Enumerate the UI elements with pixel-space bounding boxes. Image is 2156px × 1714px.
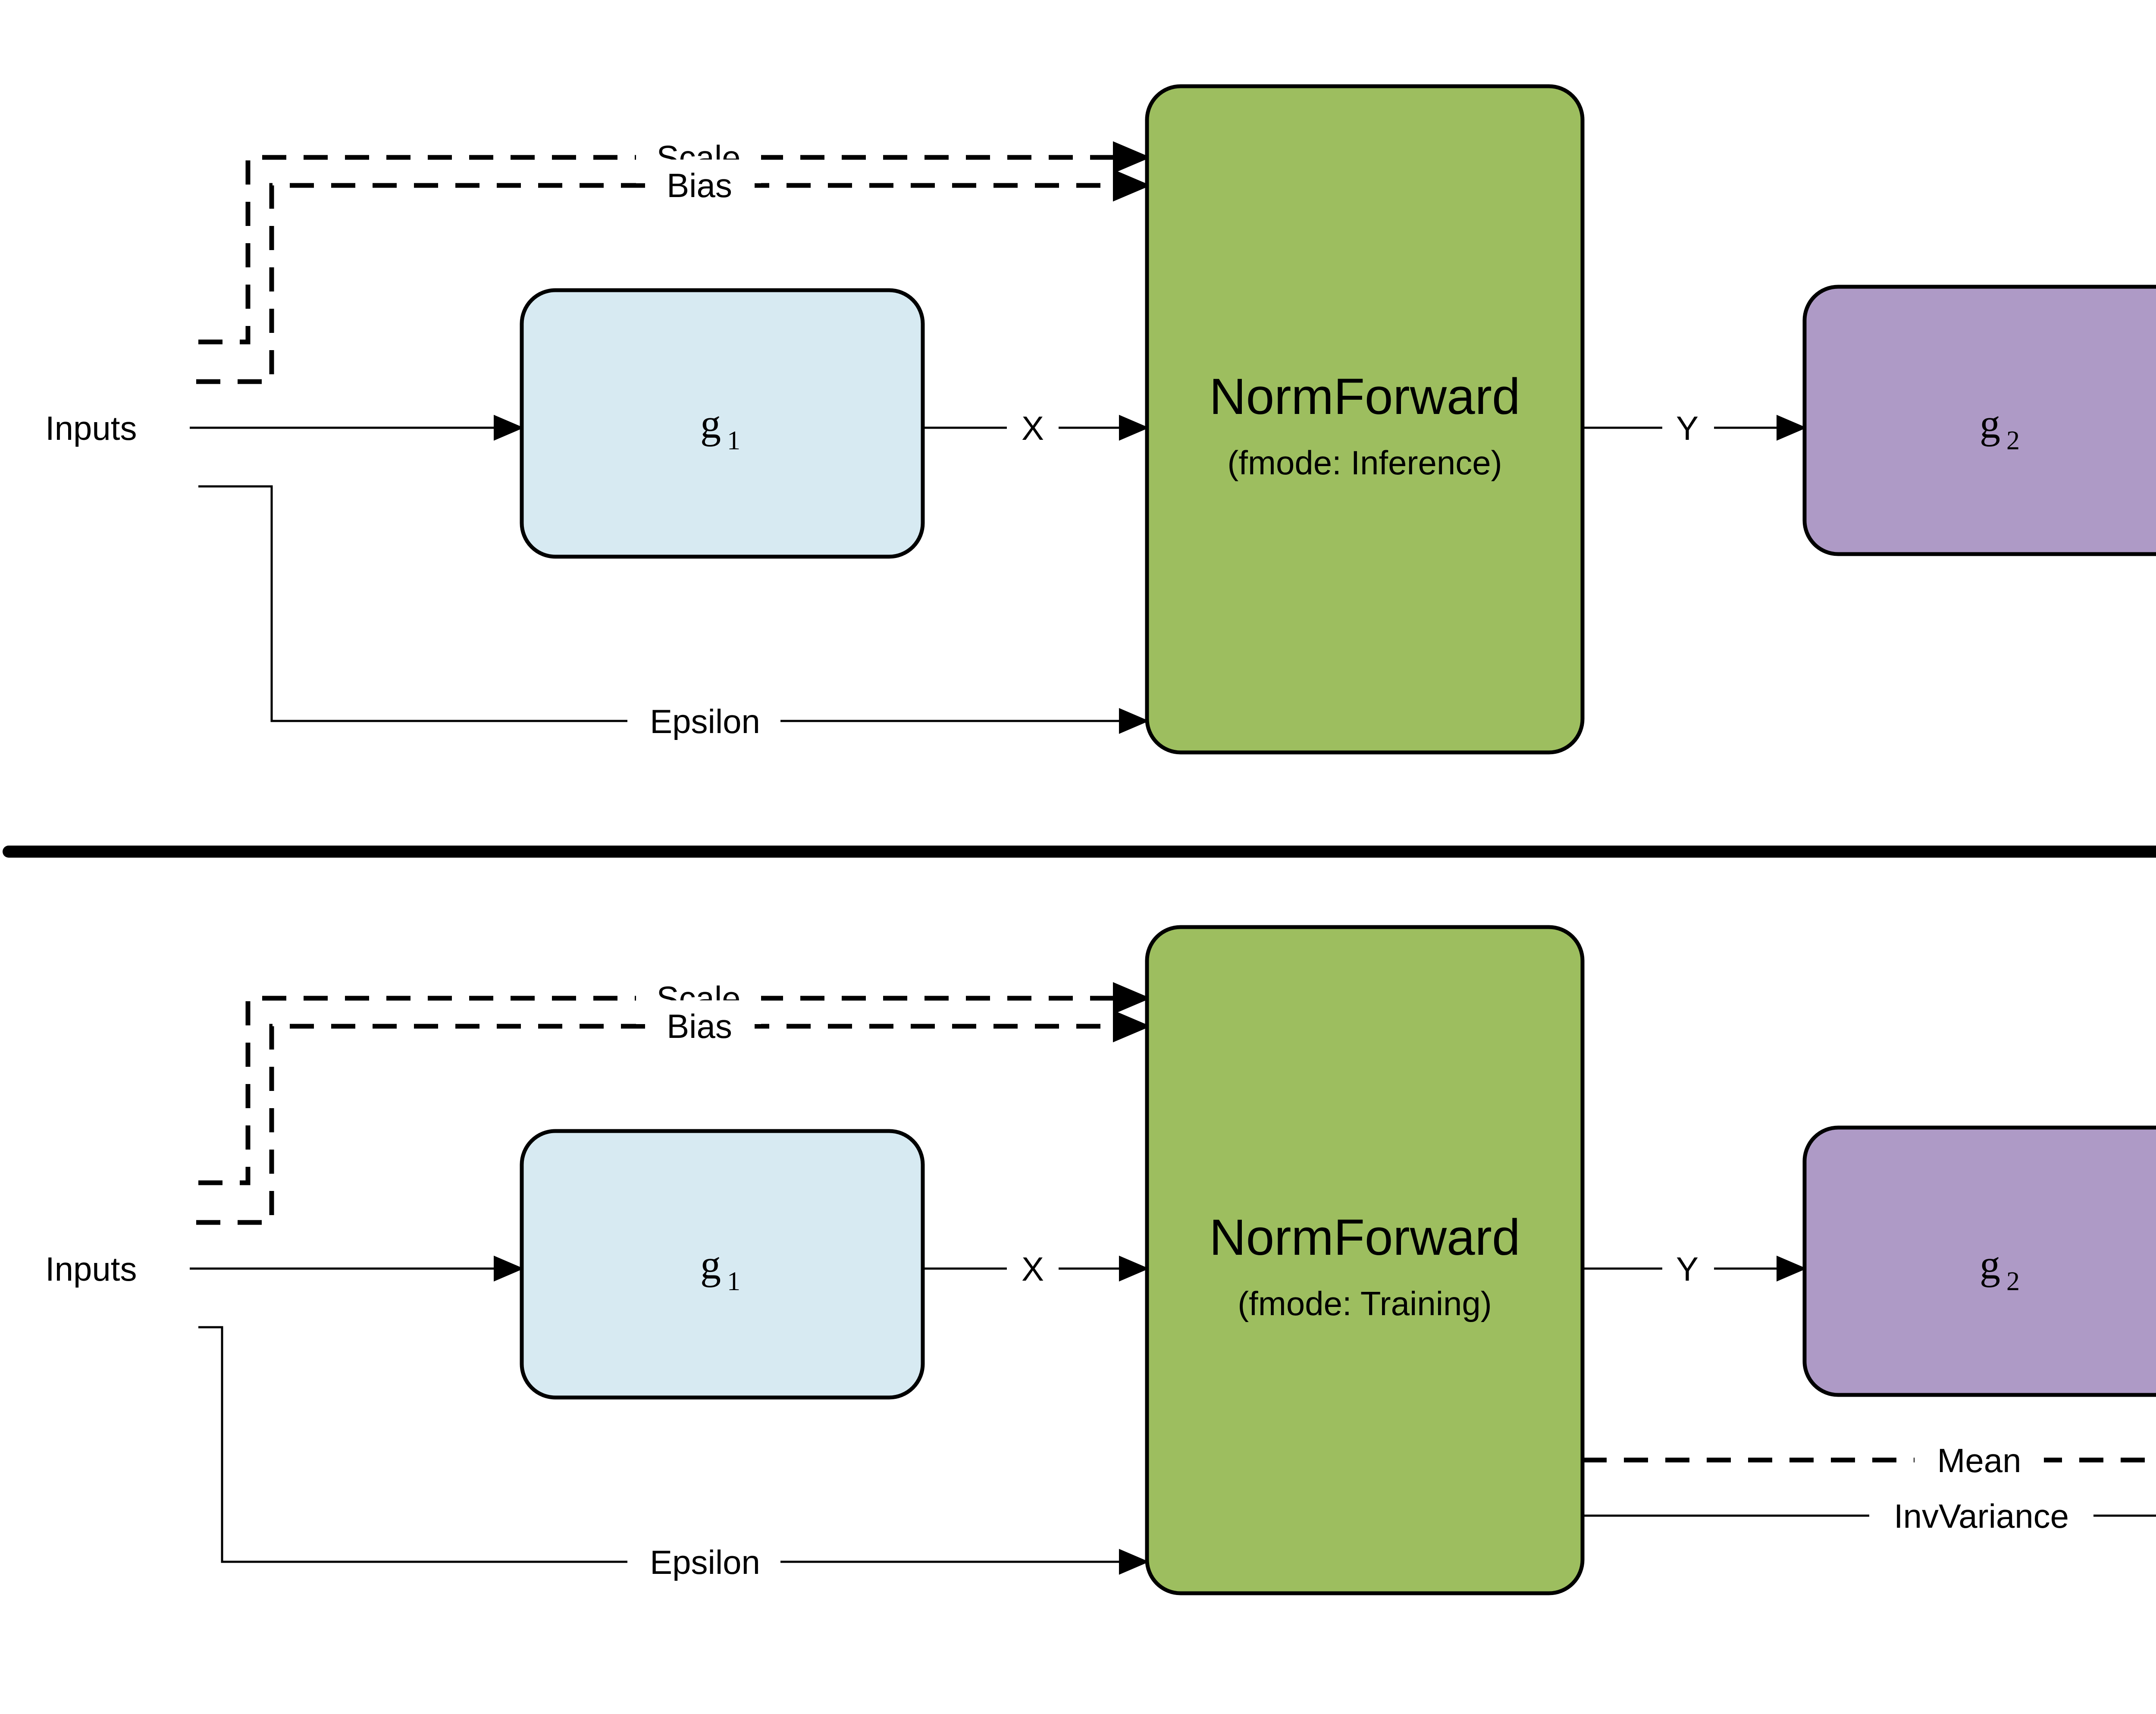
label-bias: Bias [667,1007,732,1045]
g2-subscript: 2 [2006,426,2020,455]
normforward-node[interactable] [1145,84,1585,755]
label-y: Y [1676,1250,1698,1288]
mean-label-bg [1915,1434,2044,1486]
g1-node[interactable] [520,288,925,559]
g2-node[interactable] [1802,285,2156,556]
label-mean: Mean [1937,1441,2021,1479]
y-label-bg [1662,402,1714,454]
g1-label: g [700,401,721,447]
g1-subscript: 1 [727,1267,740,1296]
invvariance-label-bg [1869,1490,2093,1542]
label-x: X [1022,1250,1044,1288]
normforward-node[interactable] [1145,925,1585,1595]
g1-label: g [700,1241,721,1288]
label-epsilon: Epsilon [650,702,760,740]
g2-node[interactable] [1802,1125,2156,1397]
label-bias: Bias [667,166,732,204]
g1-subscript: 1 [727,426,740,455]
section-training: Scale Bias Inputs Epsilon X Y Mean InvVa… [45,925,2156,1595]
label-y: Y [1676,409,1698,447]
g2-label: g [1980,1241,2000,1288]
epsilon-label-bg [627,1536,780,1588]
epsilon-label-bg [627,695,780,747]
normforward-title: NormForward [1209,1209,1520,1266]
bias-label-bg [647,160,755,211]
label-inputs: Inputs [45,1250,137,1288]
section-inference: Scale Bias Inputs Epsilon X Y g 1 NormFo… [45,84,2156,755]
x-label-bg [1007,402,1059,454]
g2-subscript: 2 [2006,1267,2020,1296]
normforward-title: NormForward [1209,368,1520,425]
label-x: X [1022,409,1044,447]
x-label-bg [1007,1243,1059,1294]
label-inputs: Inputs [45,409,137,447]
g1-node[interactable] [520,1129,925,1400]
normforward-mode: (fmode: Training) [1238,1285,1492,1322]
g2-label: g [1980,401,2000,447]
bias-label-bg [647,1000,755,1052]
y-label-bg [1662,1243,1714,1294]
label-epsilon: Epsilon [650,1543,760,1581]
normforward-mode: (fmode: Inference) [1227,444,1502,482]
label-invvariance: InvVariance [1894,1497,2069,1535]
